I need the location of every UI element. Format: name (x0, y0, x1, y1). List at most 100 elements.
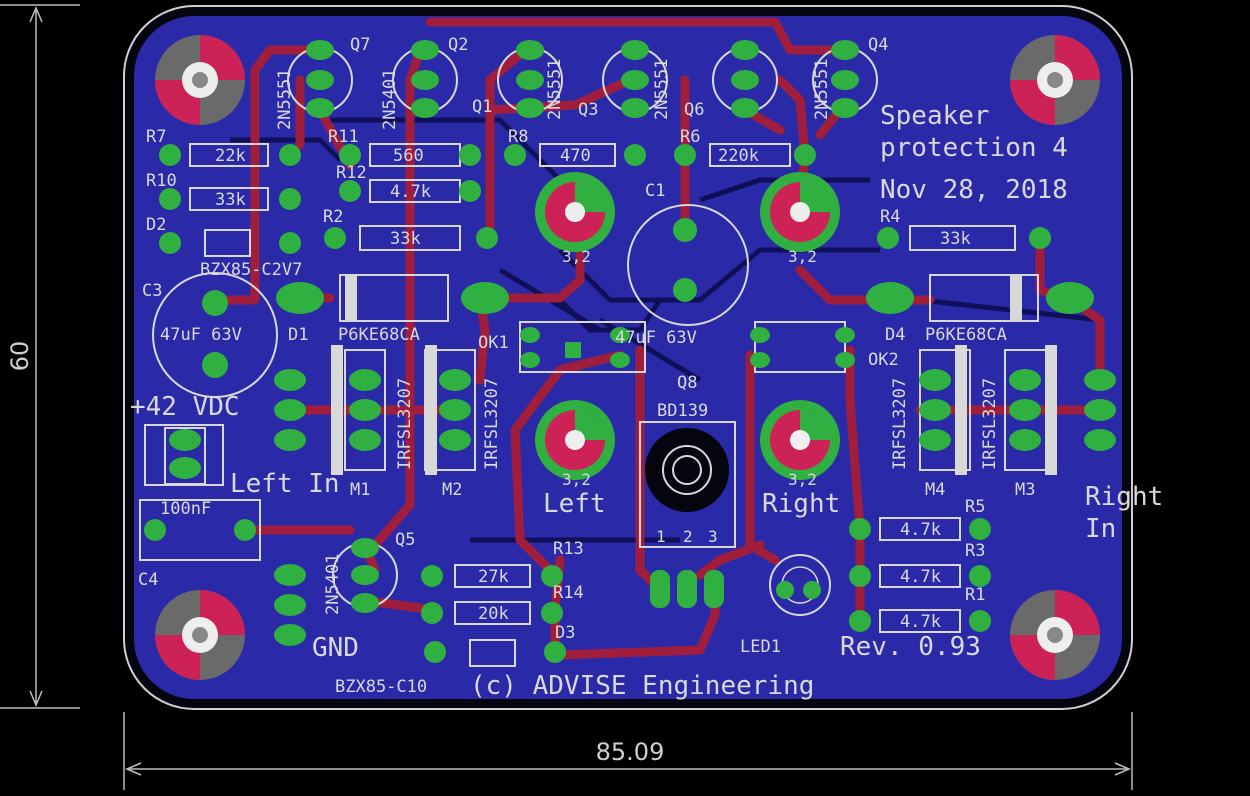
ref-q8: Q8 (677, 373, 697, 393)
value-r2: 33k (390, 229, 421, 249)
q8-pin-1: 1 (656, 527, 666, 546)
value-r6: 220k (718, 146, 759, 166)
value-r7: 22k (215, 146, 246, 166)
q8-pin-3: 3 (708, 527, 718, 546)
ref-d4: D4 (885, 325, 905, 345)
copyright-label: (c) ADVISE Engineering (470, 671, 814, 701)
value-m1: IRFSL3207 (395, 378, 415, 470)
value-m2: IRFSL3207 (482, 378, 502, 470)
ref-q2: Q2 (448, 35, 468, 55)
gnd-label: GND (312, 633, 359, 663)
ref-q1: Q1 (472, 97, 492, 117)
mount-label-1: 3,2 (562, 247, 591, 266)
mosfets (274, 345, 1116, 475)
ref-r10: R10 (146, 171, 177, 191)
ref-q7: Q7 (350, 35, 370, 55)
right-in-label-1: Right (1085, 482, 1163, 512)
terminal-pads (535, 172, 840, 480)
ref-r14: R14 (553, 583, 584, 603)
ref-r5: R5 (965, 497, 985, 517)
value-c1: 47uF 63V (615, 328, 697, 348)
supply-voltage-label: +42 VDC (130, 392, 240, 422)
ref-led1: LED1 (740, 637, 781, 657)
ref-r1: R1 (965, 585, 985, 605)
ref-ok2: OK2 (868, 350, 899, 370)
ref-r4: R4 (880, 207, 900, 227)
mount-hole-bottom-left (155, 590, 245, 680)
value-r3: 4.7k (900, 567, 941, 587)
ref-m2: M2 (442, 480, 462, 500)
mount-label-3: 3,2 (562, 470, 591, 489)
pad-labels: 3,2 3,2 3,2 3,2 1 2 3 (562, 247, 817, 546)
value-r1: 4.7k (900, 612, 941, 632)
transistor-pads (306, 40, 859, 613)
led1 (769, 554, 831, 616)
value-d3: BZX85-C10 (335, 677, 427, 697)
value-m4: IRFSL3207 (890, 378, 910, 470)
terminal-pad-1 (535, 172, 615, 252)
terminal-pad-left (535, 400, 615, 480)
value-m3: IRFSL3207 (980, 378, 1000, 470)
value-q7: 2N5551 (275, 69, 295, 130)
terminal-pad-right (760, 400, 840, 480)
title-line-1: Speaker (880, 101, 990, 131)
mount-hole-top-right (1010, 35, 1100, 125)
optocouplers (519, 321, 855, 373)
value-q8: BD139 (657, 401, 708, 421)
connectors (144, 424, 306, 646)
right-in-label-2: In (1085, 514, 1116, 544)
component-values: 22k 33k 560 4.7k 470 220k 33k 33k 27k 20… (160, 59, 1007, 697)
resistor-pads (144, 144, 1051, 663)
mounting-holes (155, 35, 1100, 680)
ref-m1: M1 (350, 480, 370, 500)
value-r8: 470 (560, 146, 591, 166)
value-c4: 100nF (160, 499, 211, 519)
mount-label-4: 3,2 (788, 470, 817, 489)
value-q5: 2N5401 (323, 554, 343, 615)
ref-ok1: OK1 (478, 333, 509, 353)
value-r12: 4.7k (390, 182, 431, 202)
value-r13: 27k (478, 567, 509, 587)
ref-r3: R3 (965, 541, 985, 561)
ref-d2: D2 (146, 215, 166, 235)
date-label: Nov 28, 2018 (880, 175, 1068, 205)
right-output-label: Right (762, 489, 840, 519)
revision-label: Rev. 0.93 (840, 632, 981, 662)
ref-m4: M4 (925, 480, 945, 500)
value-q4: 2N5551 (812, 59, 832, 120)
value-d2: BZX85-C2V7 (200, 260, 302, 280)
mount-hole-bottom-right (1010, 590, 1100, 680)
ref-r7: R7 (146, 127, 166, 147)
value-r4: 33k (940, 229, 971, 249)
reference-designators: Q7 Q2 Q1 Q3 Q6 Q4 Q5 Q8 R7 R10 D2 R11 R1… (138, 35, 1035, 657)
value-d1: P6KE68CA (338, 325, 420, 345)
ref-r2: R2 (323, 207, 343, 227)
value-q3: 2N5551 (545, 59, 565, 120)
ref-m3: M3 (1015, 480, 1035, 500)
ref-c1: C1 (645, 181, 665, 201)
mount-label-2: 3,2 (788, 247, 817, 266)
mount-hole-top-left (155, 35, 245, 125)
ref-r8: R8 (508, 127, 528, 147)
left-in-label: Left In (230, 469, 340, 499)
value-c3: 47uF 63V (160, 325, 242, 345)
q8-pin-2: 2 (683, 527, 693, 546)
terminal-pad-2 (760, 172, 840, 252)
value-r10: 33k (215, 190, 246, 210)
ref-d1: D1 (288, 325, 308, 345)
ref-c4: C4 (138, 570, 158, 590)
diode-bodies (204, 229, 1094, 667)
title-line-2: protection 4 (880, 133, 1068, 163)
ref-q3: Q3 (578, 100, 598, 120)
q8-bd139 (639, 421, 736, 608)
dimension-lines (0, 4, 1133, 790)
dimension-width-label: 85.09 (596, 738, 665, 766)
value-r5: 4.7k (900, 520, 941, 540)
ref-q5: Q5 (395, 530, 415, 550)
ref-r12: R12 (336, 163, 367, 183)
ref-r13: R13 (553, 539, 584, 559)
ref-r6: R6 (680, 127, 700, 147)
ref-r11: R11 (328, 127, 359, 147)
value-r11: 560 (393, 146, 424, 166)
